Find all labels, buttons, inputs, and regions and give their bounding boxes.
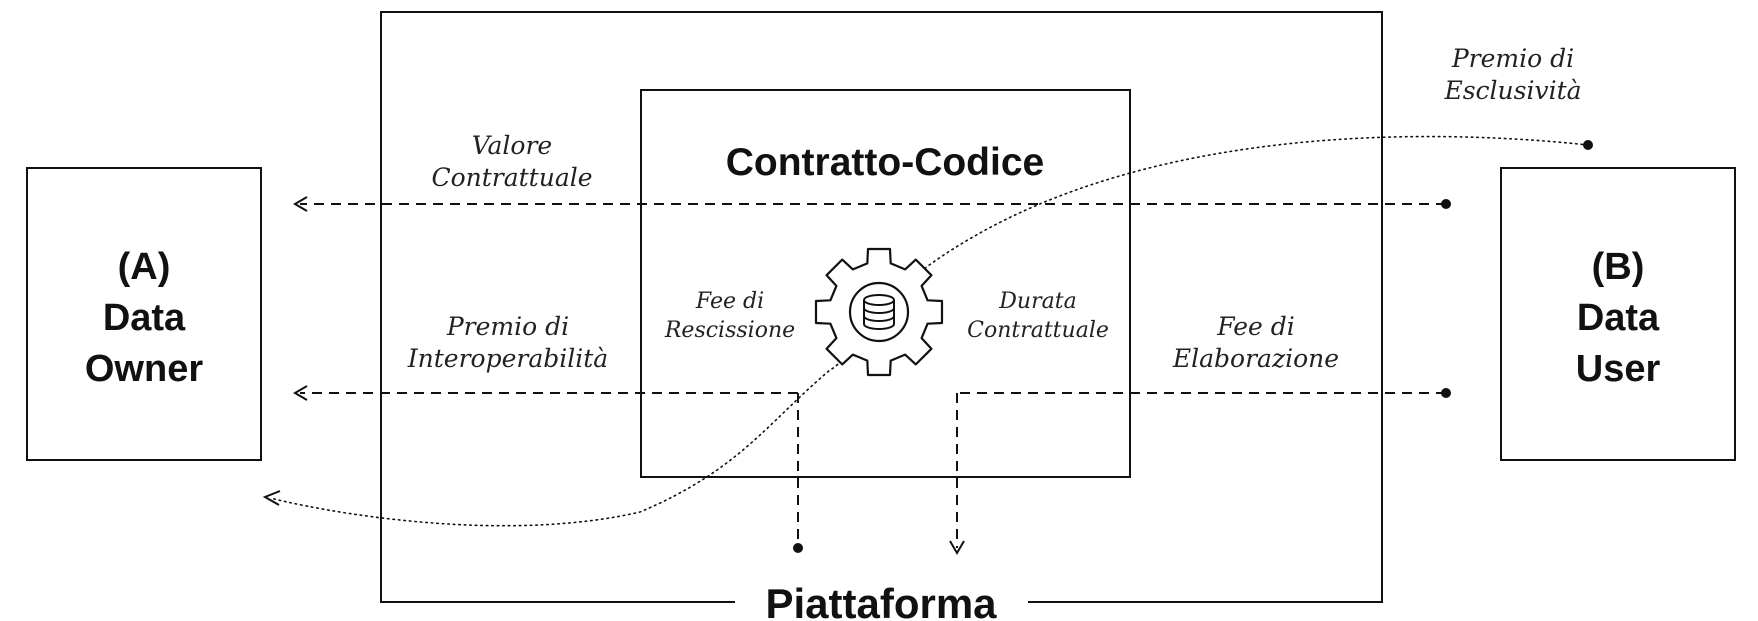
label-valore-2: Contrattuale [431, 163, 592, 192]
flow-fee-elaborazione [949, 388, 1451, 555]
owner-line1: Data [103, 297, 186, 339]
label-premio-esclusivita-2: Esclusività [1443, 76, 1581, 105]
platform-frame [380, 11, 1383, 603]
flow-premio-esclusivita [262, 135, 1593, 527]
flow-origin-dot [1441, 388, 1451, 398]
label-fee-elaborazione-1: Fee di [1216, 312, 1295, 341]
label-fee-elaborazione-2: Elaborazione [1172, 344, 1339, 373]
label-premio-interop-2: Interoperabilità [407, 344, 608, 373]
user-line2: User [1576, 348, 1661, 390]
label-fee-rescissione-1: Fee di [695, 289, 764, 314]
flow-premio-interoperabilita [293, 385, 803, 553]
label-durata-2: Contrattuale [967, 318, 1109, 343]
database-icon [863, 294, 895, 330]
owner-line2: Owner [85, 348, 203, 390]
label-premio-interop-1: Premio di [446, 312, 569, 341]
label-fee-rescissione-2: Rescissione [664, 318, 795, 343]
flow-origin-dot [1441, 199, 1451, 209]
user-tag: (B) [1592, 246, 1645, 288]
data-user-box [1500, 167, 1736, 461]
gear-database-icon [814, 247, 944, 377]
flow-origin-dot [793, 543, 803, 553]
data-owner-box [26, 167, 262, 461]
label-premio-esclusivita-1: Premio di [1451, 44, 1574, 73]
label-durata-1: Durata [998, 289, 1076, 314]
platform-label: Piattaforma [765, 580, 997, 621]
flow-origin-dot [1583, 140, 1593, 150]
label-valore-1: Valore [472, 131, 552, 160]
contract-title: Contratto-Codice [726, 141, 1044, 184]
user-line1: Data [1577, 297, 1660, 339]
flow-valore-contrattuale [293, 196, 1451, 212]
owner-tag: (A) [118, 246, 171, 288]
